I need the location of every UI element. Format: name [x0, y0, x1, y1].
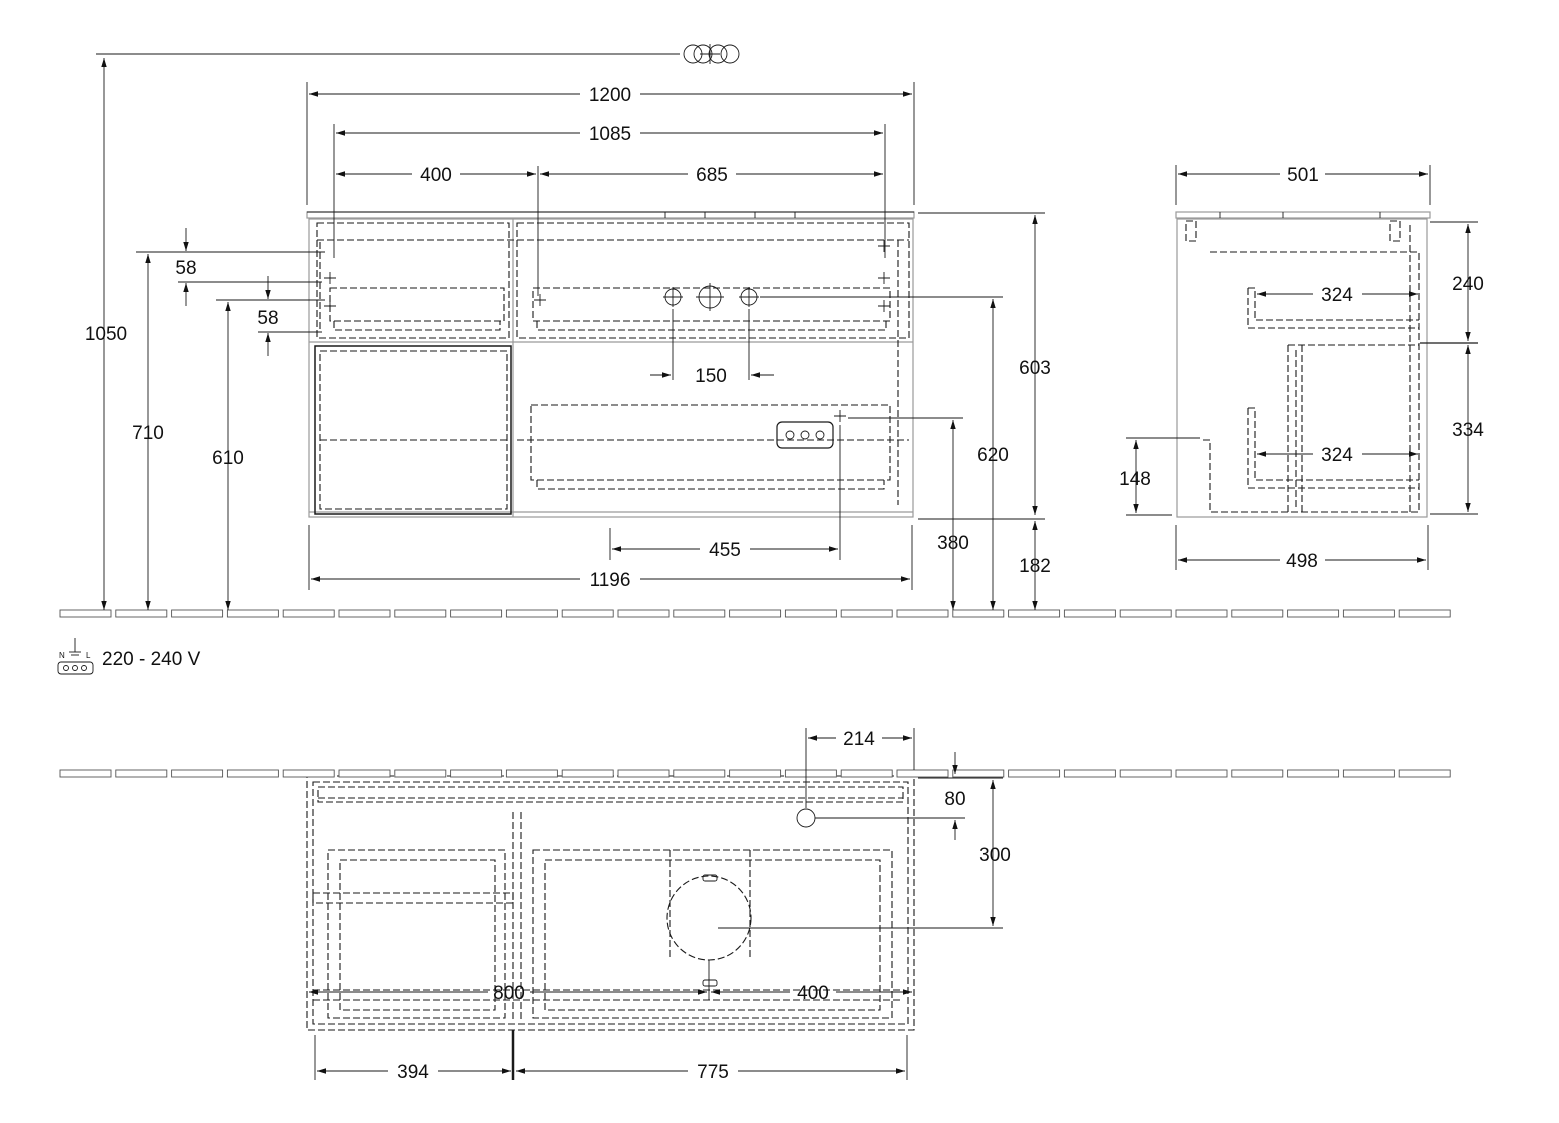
dim-80: 80 — [944, 789, 965, 810]
dim-182: 182 — [1019, 556, 1051, 577]
floor-tile — [505, 609, 558, 618]
wall-strip — [59, 769, 1451, 778]
floor-tile — [171, 609, 224, 618]
dim-324-b: 324 — [1321, 445, 1353, 466]
floor-tile — [729, 769, 782, 778]
dim-214: 214 — [843, 729, 875, 750]
neutral-letter: N — [59, 651, 65, 660]
floor-tile — [673, 609, 726, 618]
dim-334: 334 — [1452, 420, 1484, 441]
floor-tile — [1119, 609, 1172, 618]
floor-tile — [729, 609, 782, 618]
dim-501: 501 — [1287, 165, 1319, 186]
dim-394: 394 — [397, 1062, 429, 1083]
floor-tile — [561, 769, 614, 778]
floor-tile — [1342, 609, 1395, 618]
dim-1200: 1200 — [589, 85, 631, 106]
dim-685: 685 — [696, 165, 728, 186]
dim-148: 148 — [1119, 469, 1151, 490]
floor-tile — [840, 769, 893, 778]
floor-tile — [561, 609, 614, 618]
floor-tile — [394, 609, 447, 618]
floor-tile — [952, 769, 1005, 778]
floor-tile — [1287, 769, 1340, 778]
floor-tile — [1008, 609, 1061, 618]
floor-tile — [1063, 769, 1116, 778]
floor-tile — [338, 609, 391, 618]
dimension-labels: 1050 1200 1085 400 685 58 58 710 610 150… — [85, 85, 1484, 1083]
dimension-lines — [96, 53, 1478, 1080]
socket-symbol-icon: N L — [57, 638, 94, 675]
floor-tile — [282, 769, 335, 778]
floor-tile — [1398, 769, 1451, 778]
dim-710: 710 — [132, 423, 164, 444]
floor-tile — [1119, 769, 1172, 778]
floor-tile — [59, 609, 112, 618]
dim-603: 603 — [1019, 358, 1051, 379]
side-elevation — [1175, 211, 1478, 518]
floor-tile — [338, 769, 391, 778]
dim-58-b: 58 — [257, 308, 278, 329]
dim-800: 800 — [493, 983, 525, 1004]
dim-380: 380 — [937, 533, 969, 554]
floor-tile — [896, 609, 949, 618]
floor-tile — [1063, 609, 1116, 618]
dim-240: 240 — [1452, 274, 1484, 295]
floor-tile — [784, 609, 837, 618]
floor-strip — [59, 609, 1451, 618]
front-elevation — [306, 44, 915, 518]
dim-300: 300 — [979, 845, 1011, 866]
floor-tile — [226, 769, 279, 778]
dim-1050: 1050 — [85, 324, 127, 345]
floor-tile — [1287, 609, 1340, 618]
floor-tile — [617, 769, 670, 778]
floor-tile — [1231, 769, 1284, 778]
dim-498: 498 — [1286, 551, 1318, 572]
floor-tile — [505, 769, 558, 778]
floor-tile — [171, 769, 224, 778]
dim-324-a: 324 — [1321, 285, 1353, 306]
floor-tile — [282, 609, 335, 618]
dim-610: 610 — [212, 448, 244, 469]
floor-tile — [59, 769, 112, 778]
voltage-label: 220 - 240 V — [102, 649, 201, 670]
floor-tile — [673, 769, 726, 778]
floor-tile — [115, 609, 168, 618]
floor-tile — [1008, 769, 1061, 778]
floor-tile — [1342, 769, 1395, 778]
live-letter: L — [86, 651, 91, 660]
floor-tile — [952, 609, 1005, 618]
dim-1196: 1196 — [590, 570, 631, 591]
floor-tile — [1175, 769, 1228, 778]
floor-tile — [1175, 609, 1228, 618]
floor-tile — [1398, 609, 1451, 618]
floor-tile — [1231, 609, 1284, 618]
floor-tile — [896, 769, 949, 778]
floor-tile — [617, 609, 670, 618]
floor-tile — [450, 769, 503, 778]
dim-58-a: 58 — [175, 258, 196, 279]
dim-150: 150 — [695, 366, 727, 387]
dim-775: 775 — [697, 1062, 729, 1083]
electrical-note: N L 220 - 240 V — [57, 638, 201, 675]
floor-tile — [394, 769, 447, 778]
dim-455: 455 — [709, 540, 741, 561]
dim-620: 620 — [977, 445, 1009, 466]
floor-tile — [840, 609, 893, 618]
floor-tile — [784, 769, 837, 778]
dim-1085: 1085 — [589, 124, 631, 145]
floor-tile — [115, 769, 168, 778]
dim-400-plan: 400 — [797, 983, 829, 1004]
floor-tile — [226, 609, 279, 618]
floor-tile — [450, 609, 503, 618]
dim-400-front: 400 — [420, 165, 452, 186]
